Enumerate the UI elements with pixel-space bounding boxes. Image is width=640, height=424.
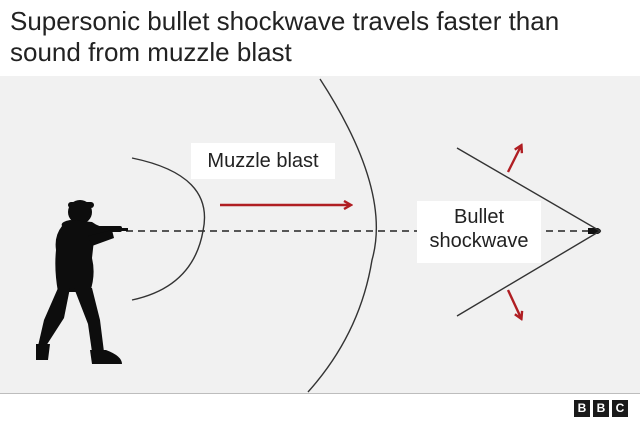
bbc-logo-letter: B [593, 400, 609, 417]
shockwave-down-arrow [506, 289, 521, 318]
chart-title: Supersonic bullet shockwave travels fast… [10, 6, 560, 67]
muzzle-blast-large-wavefront [307, 78, 378, 393]
shockwave-up-arrow [506, 146, 521, 173]
bullet-shockwave-label-line2: shockwave [429, 230, 529, 252]
bullet-shockwave-cone [456, 147, 602, 317]
footer [0, 394, 640, 424]
bullet-shockwave-label: Bullet shockwave [417, 201, 541, 263]
bbc-logo: B B C [574, 400, 628, 417]
bbc-logo-letter: C [612, 400, 628, 417]
muzzle-blast-small-wavefront [131, 157, 206, 301]
muzzle-blast-label: Muzzle blast [191, 143, 335, 179]
bbc-logo-letter: B [574, 400, 590, 417]
header: Supersonic bullet shockwave travels fast… [0, 0, 640, 76]
footer-divider [0, 393, 640, 394]
shooter-silhouette [36, 200, 128, 364]
bullet-shockwave-label-line1: Bullet [453, 206, 505, 228]
